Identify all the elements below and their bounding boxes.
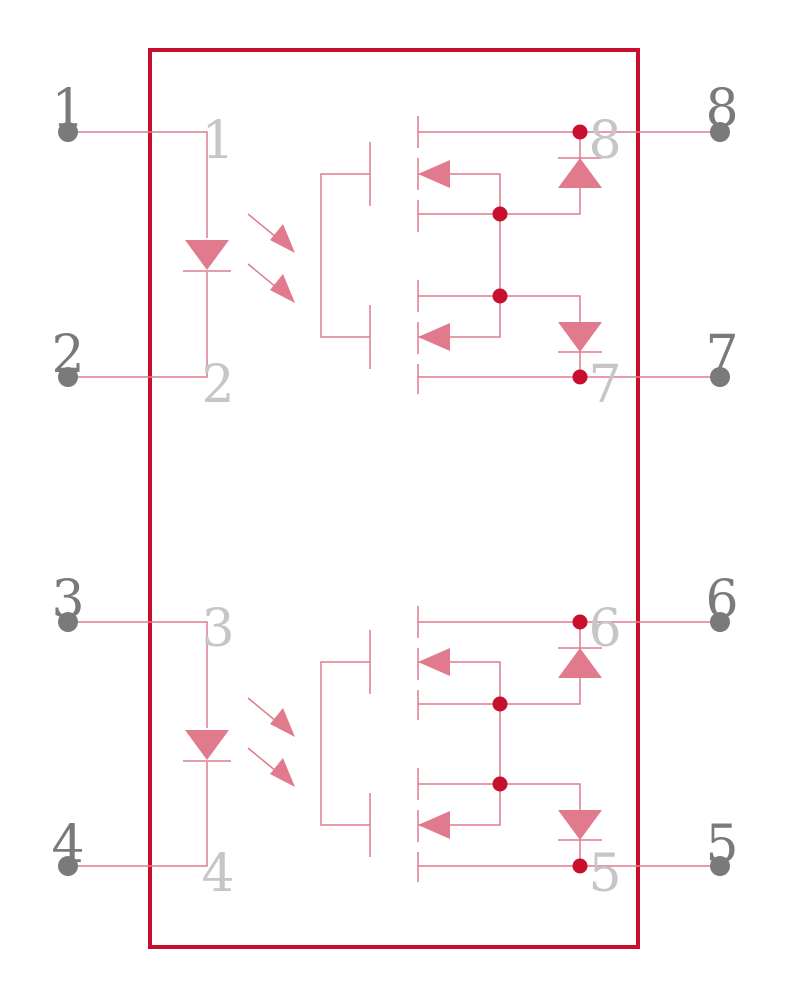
inner-pin-1-label: 1: [201, 111, 234, 171]
pin-dots: [58, 122, 730, 876]
mosfet-lower: [417, 280, 718, 394]
junction-dot: [492, 696, 508, 712]
inner-pin-4-label: 4: [201, 844, 234, 904]
pin4-wire: [68, 762, 208, 867]
channel-1: [68, 116, 718, 394]
pin1-wire: [68, 131, 208, 238]
inner-pin-labels: 1 2 3 4 5 6 7 8: [201, 111, 621, 904]
pin-3-dot[interactable]: [58, 612, 78, 632]
diode-lower-icon: [558, 322, 602, 352]
pin-7-dot[interactable]: [710, 367, 730, 387]
diode-upper-icon: [558, 158, 602, 188]
diode-wire-lower: [500, 783, 581, 810]
pin-5-dot[interactable]: [710, 856, 730, 876]
led-icon: [185, 240, 229, 270]
pin-8-dot[interactable]: [710, 122, 730, 142]
junction-dot: [572, 124, 588, 140]
junction-dot: [572, 858, 588, 874]
pin-5-label: 5: [705, 815, 738, 875]
inner-pin-6-label: 6: [588, 599, 621, 659]
mosfet-upper: [417, 116, 718, 232]
pin-7-label: 7: [705, 325, 738, 385]
pin-1-label: 1: [51, 79, 84, 139]
junction-dot: [492, 206, 508, 222]
inner-pin-5-label: 5: [588, 844, 621, 904]
pin-4-label: 4: [51, 815, 84, 875]
led-icon: [185, 730, 229, 760]
light-arrows-icon: [247, 697, 295, 787]
pin-1-dot[interactable]: [58, 122, 78, 142]
diode-wire-lower: [500, 295, 581, 322]
pin-6-label: 6: [705, 570, 738, 630]
pin-6-dot[interactable]: [710, 612, 730, 632]
pin-8-label: 8: [705, 79, 738, 139]
pin2-wire: [68, 272, 208, 378]
pin-2-dot[interactable]: [58, 367, 78, 387]
inner-pin-8-label: 8: [588, 111, 621, 171]
mosfet-upper: [417, 606, 718, 720]
gate-wire: [320, 173, 370, 338]
pin-3-label: 3: [51, 570, 84, 630]
inner-pin-7-label: 7: [588, 355, 621, 415]
component-body: [148, 48, 640, 949]
channel-2: [68, 606, 718, 882]
pin3-wire: [68, 621, 208, 728]
diode-upper-icon: [558, 648, 602, 678]
junction-dot: [492, 288, 508, 304]
inner-pin-2-label: 2: [201, 355, 234, 415]
pin-2-label: 2: [51, 325, 84, 385]
outer-pin-labels: 1 2 3 4 5 6 7 8: [51, 79, 738, 875]
light-arrows-icon: [247, 213, 295, 303]
inner-pin-3-label: 3: [201, 599, 234, 659]
junction-dot: [572, 614, 588, 630]
junction-dot: [572, 369, 588, 385]
diode-lower-icon: [558, 810, 602, 840]
gate-wire: [320, 661, 370, 826]
junction-dot: [492, 776, 508, 792]
mosfet-lower: [417, 768, 718, 882]
pin-4-dot[interactable]: [58, 856, 78, 876]
